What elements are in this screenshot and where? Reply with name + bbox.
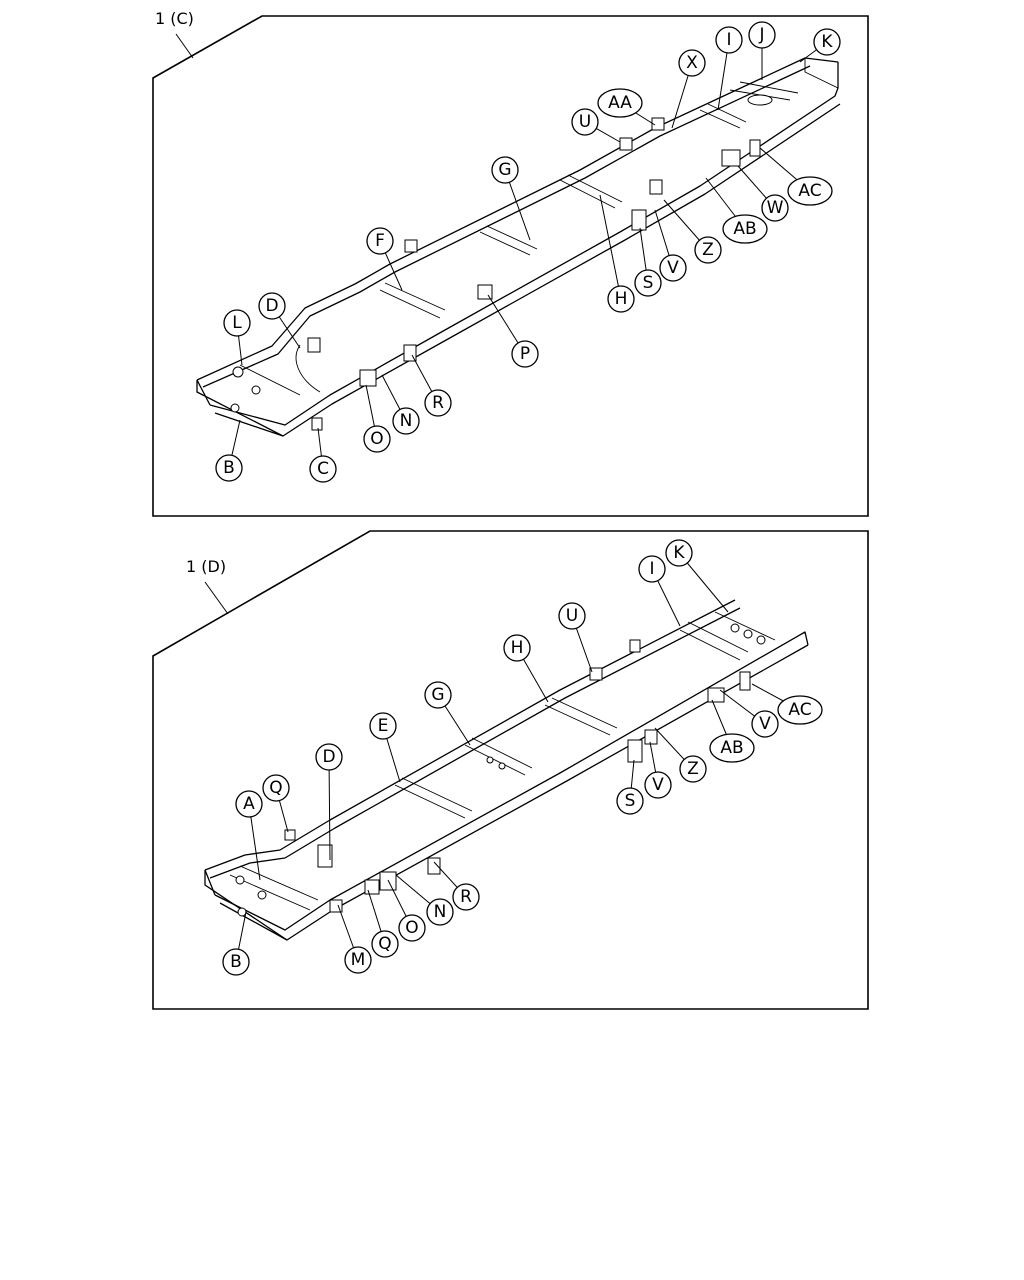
svg-text:O: O [370,429,383,449]
callout-c-S: S [634,269,662,297]
callout-d-S: S [616,787,644,815]
svg-text:V: V [759,714,771,734]
callout-c-N: N [392,407,420,435]
callout-c-X: X [678,49,706,77]
svg-text:N: N [400,411,413,431]
callout-c-O: O [363,425,391,453]
chassis-frame-c [196,57,841,437]
callout-d-V-lower: V [644,771,672,799]
svg-text:U: U [566,606,578,626]
svg-text:AB: AB [720,738,743,758]
svg-text:S: S [643,273,654,293]
callout-d-G: G [424,681,452,709]
svg-text:D: D [322,747,335,767]
svg-text:R: R [460,887,472,907]
svg-text:AC: AC [798,181,821,201]
callout-d-Q-lower: Q [371,930,399,958]
svg-text:P: P [520,344,530,364]
svg-text:F: F [375,231,385,251]
panel-d-frame [152,530,869,1010]
callout-d-Q-upper: Q [262,774,290,802]
panel-d: 1 (D) [152,530,869,1010]
callout-d-V-upper: V [751,710,779,738]
callout-c-AB: AB [722,214,768,244]
callout-c-P: P [511,340,539,368]
callout-c-K: K [813,28,841,56]
callout-d-U: U [558,602,586,630]
svg-text:K: K [673,543,685,563]
svg-text:L: L [232,313,242,333]
svg-text:H: H [615,289,628,309]
callout-d-E: E [369,712,397,740]
callout-c-V: V [659,254,687,282]
svg-text:C: C [317,459,329,479]
svg-text:J: J [758,25,764,45]
callout-d-R: R [452,883,480,911]
svg-text:E: E [378,716,389,736]
svg-text:M: M [351,950,366,970]
callout-c-J: J [748,21,776,49]
svg-text:K: K [821,32,833,52]
svg-text:I: I [726,30,731,50]
svg-text:Q: Q [269,778,282,798]
panel-c-frame [152,15,869,517]
svg-text:AC: AC [788,700,811,720]
svg-text:AB: AB [733,219,756,239]
svg-text:I: I [649,559,654,579]
callout-c-B: B [215,454,243,482]
panel-c-label: 1 (C) [155,9,194,28]
callout-d-Z: Z [679,755,707,783]
callout-c-U: U [571,108,599,136]
svg-text:B: B [223,458,235,478]
svg-text:R: R [432,393,444,413]
svg-text:X: X [686,53,698,73]
svg-text:D: D [265,296,278,316]
panel-d-label: 1 (D) [186,557,226,576]
callout-c-Z: Z [694,236,722,264]
svg-text:Z: Z [687,759,699,779]
callout-c-G: G [491,156,519,184]
callout-d-O: O [398,914,426,942]
callout-c-L: L [223,309,251,337]
callout-c-AC: AC [787,176,833,206]
callout-c-R: R [424,389,452,417]
callout-c-W: W [761,194,789,222]
panel-c: 1 (C) [152,9,869,517]
callout-d-B: B [222,948,250,976]
svg-text:Q: Q [378,934,391,954]
svg-text:G: G [498,160,511,180]
callout-d-AB: AB [709,733,755,763]
callout-c-AA: AA [597,88,643,118]
svg-text:G: G [431,685,444,705]
callout-c-H: H [607,285,635,313]
callout-c-C: C [309,455,337,483]
svg-text:S: S [625,791,636,811]
callout-d-K: K [665,539,693,567]
callout-d-AC: AC [777,695,823,725]
svg-text:A: A [243,794,255,814]
callout-c-F: F [366,227,394,255]
callout-d-M: M [344,946,372,974]
callout-d-N: N [426,898,454,926]
svg-text:U: U [579,112,591,132]
svg-text:B: B [230,952,242,972]
callout-c-I: I [715,26,743,54]
svg-text:V: V [667,258,679,278]
callout-c-D: D [258,292,286,320]
svg-text:O: O [405,918,418,938]
svg-text:H: H [511,638,524,658]
svg-text:V: V [652,775,664,795]
svg-text:N: N [434,902,447,922]
svg-text:Z: Z [702,240,714,260]
svg-text:AA: AA [608,93,632,113]
callout-d-I: I [638,555,666,583]
callout-d-H: H [503,634,531,662]
callout-d-A: A [235,790,263,818]
callout-d-D: D [315,743,343,771]
svg-text:W: W [767,198,784,218]
